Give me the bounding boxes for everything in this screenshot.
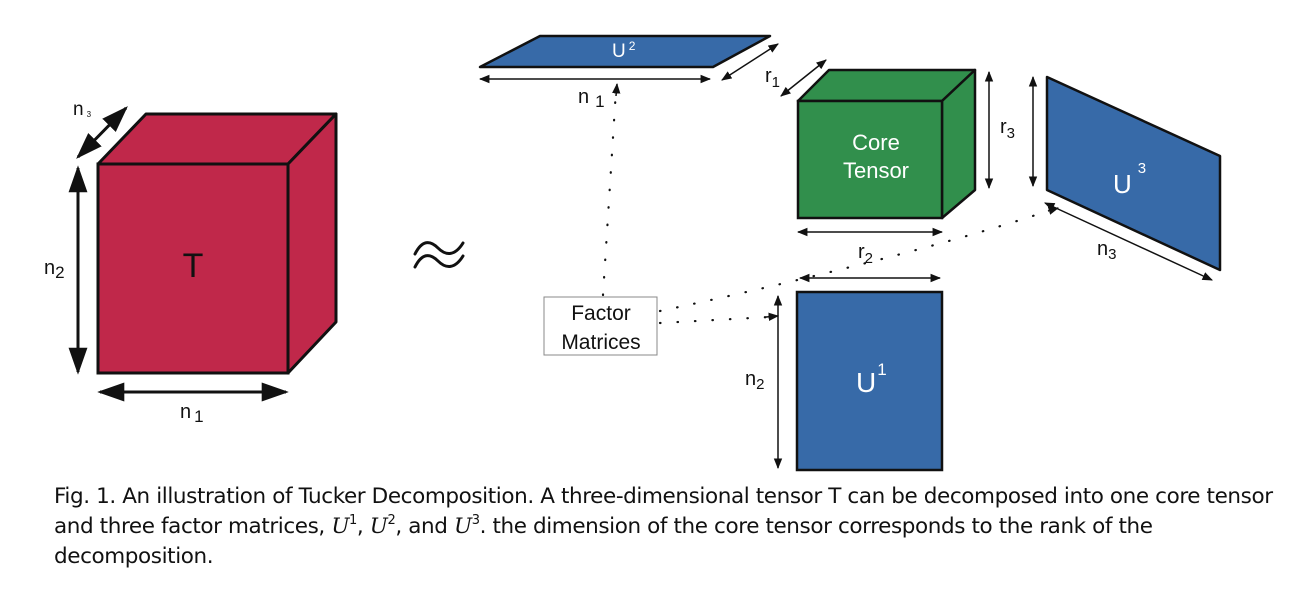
u1-height-label: n2 [745,368,764,393]
tensor-depth-arrow [76,106,128,159]
u2-width-label: r1 [765,65,780,91]
tensor-height-label: n2 [44,257,65,282]
caption-sep2: , and [395,514,454,539]
factor-matrices-box: Factor Matrices [543,296,658,356]
dotted-pointers [601,88,1047,325]
u3-label: U3 [1113,160,1146,199]
core-width-label: r2 [858,241,873,267]
figure-caption: Fig. 1. An illustration of Tucker Decomp… [54,482,1274,572]
caption-u2: U [369,514,388,539]
core-tensor-cube: Core Tensor [796,68,977,220]
approx-symbol [413,241,465,269]
core-front-face [796,99,944,220]
caption-sep1: , [356,514,370,539]
u1-matrix [795,290,944,472]
pointer-arrowhead-u1 [765,312,780,321]
tensor-label: T [183,247,204,285]
u2-matrix [478,34,772,69]
u3-length-arrow [1044,202,1213,281]
caption-tail: . the dimension of the core tensor corre… [54,514,1153,569]
caption-u1-sup: 1 [349,513,357,528]
core-label-line1: Core [852,130,900,155]
pointer-arrowhead-u2 [612,82,621,97]
factor-box-line2: Matrices [561,331,640,354]
core-label-line2: Tensor [843,158,909,183]
caption-u1: U [331,514,350,539]
caption-lead: Fig. 1. An illustration of Tucker Decomp… [54,484,1273,539]
u3-matrix [1045,75,1222,272]
core-height-label: r3 [1000,116,1015,142]
caption-u3-sup: 3 [471,513,480,528]
tensor-front-face [96,162,290,375]
core-depth-arrow [780,59,827,97]
u2-width-arrow [721,43,779,81]
tensor-cube: T [96,112,338,375]
factor-box-line1: Factor [571,302,631,325]
caption-u3: U [453,514,472,539]
u3-length-label: n3 [1097,238,1116,263]
caption-u2-sup: 2 [387,513,396,528]
u1-label: U1 [856,360,887,398]
pointer-arrowhead-u3 [1047,206,1060,215]
